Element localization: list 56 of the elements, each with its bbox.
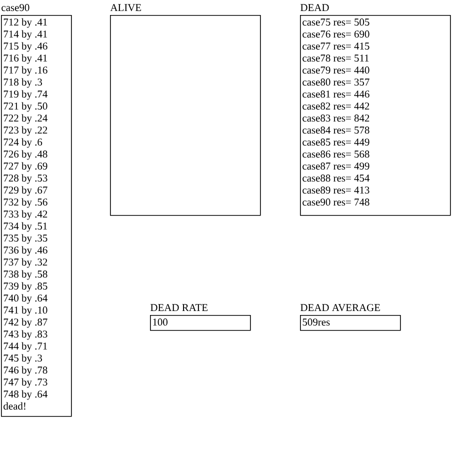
- field-value: 509res: [302, 318, 330, 326]
- field-label: ALIVE: [110, 4, 142, 12]
- list-item: 717 by .16: [4, 66, 48, 76]
- list-item: case83 res= 842: [302, 114, 370, 122]
- list-item: case78 res= 511: [302, 54, 369, 62]
- list-item: case80 res= 357: [302, 78, 370, 86]
- list-item: 734 by .51: [4, 222, 48, 232]
- list-item: 744 by .71: [4, 342, 48, 352]
- list-item: 724 by .6: [4, 138, 42, 148]
- list-item: 727 by .69: [4, 162, 48, 172]
- list-item: 745 by .3: [4, 354, 42, 364]
- list-item: 718 by .3: [4, 78, 42, 88]
- list-item: 729 by .67: [4, 186, 48, 196]
- list-item: 716 by .41: [4, 54, 48, 64]
- list-item: 719 by .74: [4, 90, 48, 100]
- list-item: 721 by .50: [4, 102, 48, 112]
- list-item: 738 by .58: [4, 270, 48, 280]
- field-label: DEAD: [300, 4, 329, 12]
- list-item: case77 res= 415: [302, 42, 370, 50]
- list-item: 732 by .56: [4, 198, 48, 208]
- list-item: case90 res= 748: [302, 198, 370, 206]
- list-item: 742 by .87: [4, 318, 48, 328]
- list-item: dead!: [4, 402, 26, 410]
- list-item: case82 res= 442: [302, 102, 370, 110]
- list-item: 714 by .41: [4, 30, 48, 40]
- list-item: 739 by .85: [4, 282, 48, 292]
- list-item: case81 res= 446: [302, 90, 370, 98]
- field-label: DEAD RATE: [150, 304, 208, 312]
- field-value: 100: [153, 318, 168, 326]
- field-label: case90: [2, 4, 30, 12]
- list-item: 733 by .42: [4, 210, 48, 220]
- list-item: 736 by .46: [4, 246, 48, 256]
- list-item: 743 by .83: [4, 330, 48, 340]
- list-item: 746 by .78: [4, 366, 48, 376]
- list-item: case89 res= 413: [302, 186, 370, 194]
- list-item: 722 by .24: [4, 114, 48, 124]
- field-label: DEAD AVERAGE: [300, 304, 380, 312]
- list-item: case75 res= 505: [302, 18, 370, 26]
- list-item: 741 by .10: [4, 306, 48, 316]
- list-item: 715 by .46: [4, 42, 48, 52]
- list-item: 740 by .64: [4, 294, 48, 304]
- list-item: case86 res= 568: [302, 150, 370, 158]
- list-item: case85 res= 449: [302, 138, 370, 146]
- list-item: 737 by .32: [4, 258, 48, 268]
- list-item: case79 res= 440: [302, 66, 370, 74]
- list-item: 747 by .73: [4, 378, 48, 388]
- list-item: 735 by .35: [4, 234, 48, 244]
- list-item: case88 res= 454: [302, 174, 370, 182]
- list-item: 712 by .41: [4, 18, 48, 28]
- list-item: 726 by .48: [4, 150, 48, 160]
- list-item: 723 by .22: [4, 126, 48, 136]
- list-item: 728 by .53: [4, 174, 48, 184]
- list-item: case76 res= 690: [302, 30, 370, 38]
- list-item: case84 res= 578: [302, 126, 370, 134]
- list-item: 748 by .64: [4, 390, 48, 400]
- list-item: case87 res= 499: [302, 162, 370, 170]
